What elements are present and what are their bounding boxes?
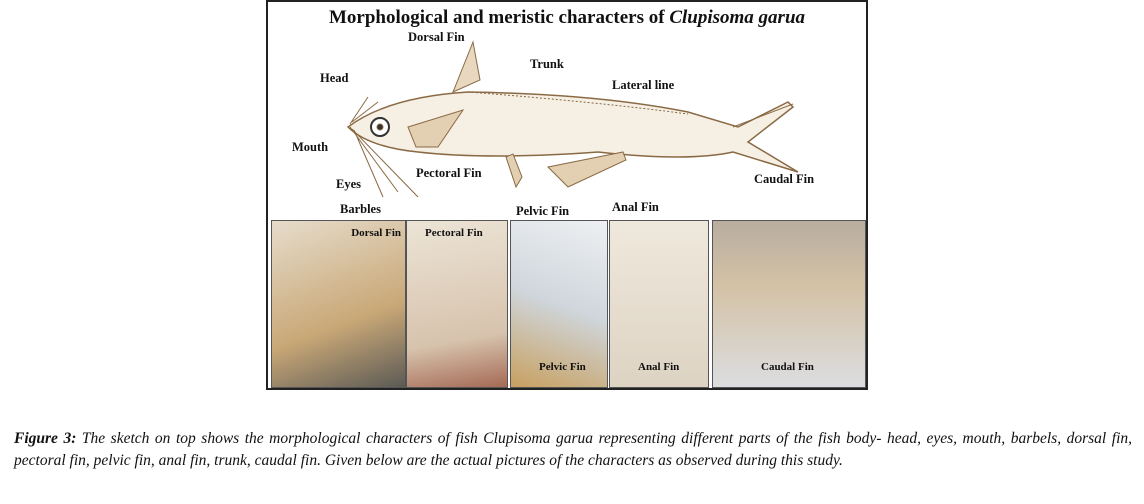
label-pelvic-fin: Pelvic Fin (516, 204, 570, 218)
label-head: Head (320, 71, 349, 85)
barbels (349, 96, 419, 198)
photo-anal-fin: Anal Fin (609, 220, 709, 388)
label-anal-fin: Anal Fin (612, 200, 659, 214)
label-lateral-line: Lateral line (612, 78, 675, 92)
label-pectoral-fin: Pectoral Fin (416, 166, 482, 180)
figure-title: Morphological and meristic characters of… (328, 7, 806, 28)
photo-label: Caudal Fin (761, 361, 814, 373)
photo-dorsal-fin: Dorsal Fin (271, 220, 406, 388)
photo-label: Pelvic Fin (539, 361, 586, 373)
label-trunk: Trunk (530, 57, 564, 71)
label-eyes: Eyes (336, 177, 361, 191)
photo-label: Anal Fin (638, 361, 680, 373)
label-dorsal-fin: Dorsal Fin (408, 30, 465, 44)
label-caudal-fin: Caudal Fin (754, 172, 815, 186)
photo-label: Pectoral Fin (425, 227, 483, 239)
dorsal-fin (452, 40, 481, 93)
label-mouth: Mouth (292, 140, 329, 154)
anal-fin (546, 151, 627, 188)
fish-sketch (346, 40, 799, 198)
caption-label: Figure 3: (14, 430, 77, 447)
photo-label: Dorsal Fin (351, 227, 401, 239)
photo-caudal-fin: Caudal Fin (712, 220, 866, 388)
figure: Morphological and meristic characters of… (266, 0, 868, 390)
pelvic-fin (505, 153, 523, 189)
caudal-fin (732, 103, 799, 173)
photo-pelvic-fin: Pelvic Fin (510, 220, 608, 388)
figure-caption: Figure 3: The sketch on top shows the mo… (14, 428, 1132, 472)
label-barbles: Barbles (340, 202, 381, 216)
caption-text: The sketch on top shows the morphologica… (14, 430, 1132, 469)
pectoral-fin (407, 109, 465, 148)
photo-pectoral-fin: Pectoral Fin (406, 220, 508, 388)
